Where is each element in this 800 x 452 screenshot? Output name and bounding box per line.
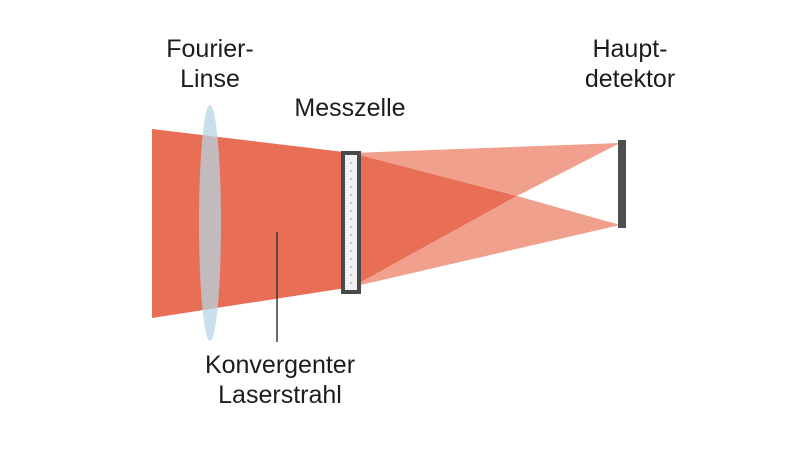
laser-beam-label: Konvergenter Laserstrahl [180, 350, 380, 410]
fourier-lens-label-line1: Fourier- [166, 35, 254, 63]
main-detector-label-line2: detektor [584, 65, 676, 93]
scattered-light-lower [352, 196, 620, 287]
scattered-light-upper [352, 143, 620, 196]
laser-beam-label-line2: Laserstrahl [218, 381, 342, 409]
converging-laser-beam [152, 129, 517, 318]
main-detector-label: Haupt- detektor [560, 34, 700, 94]
measuring-cell-label-text: Messzelle [294, 94, 406, 122]
main-detector-label-line1: Haupt- [592, 35, 668, 63]
laser-beam-label-line1: Konvergenter [204, 351, 356, 379]
fourier-lens [199, 105, 221, 341]
measuring-cell [341, 151, 361, 294]
fourier-lens-label-line2: Linse [180, 65, 240, 93]
fourier-lens-label: Fourier- Linse [140, 34, 280, 94]
main-detector [618, 140, 626, 228]
measuring-cell-label: Messzelle [280, 93, 420, 123]
